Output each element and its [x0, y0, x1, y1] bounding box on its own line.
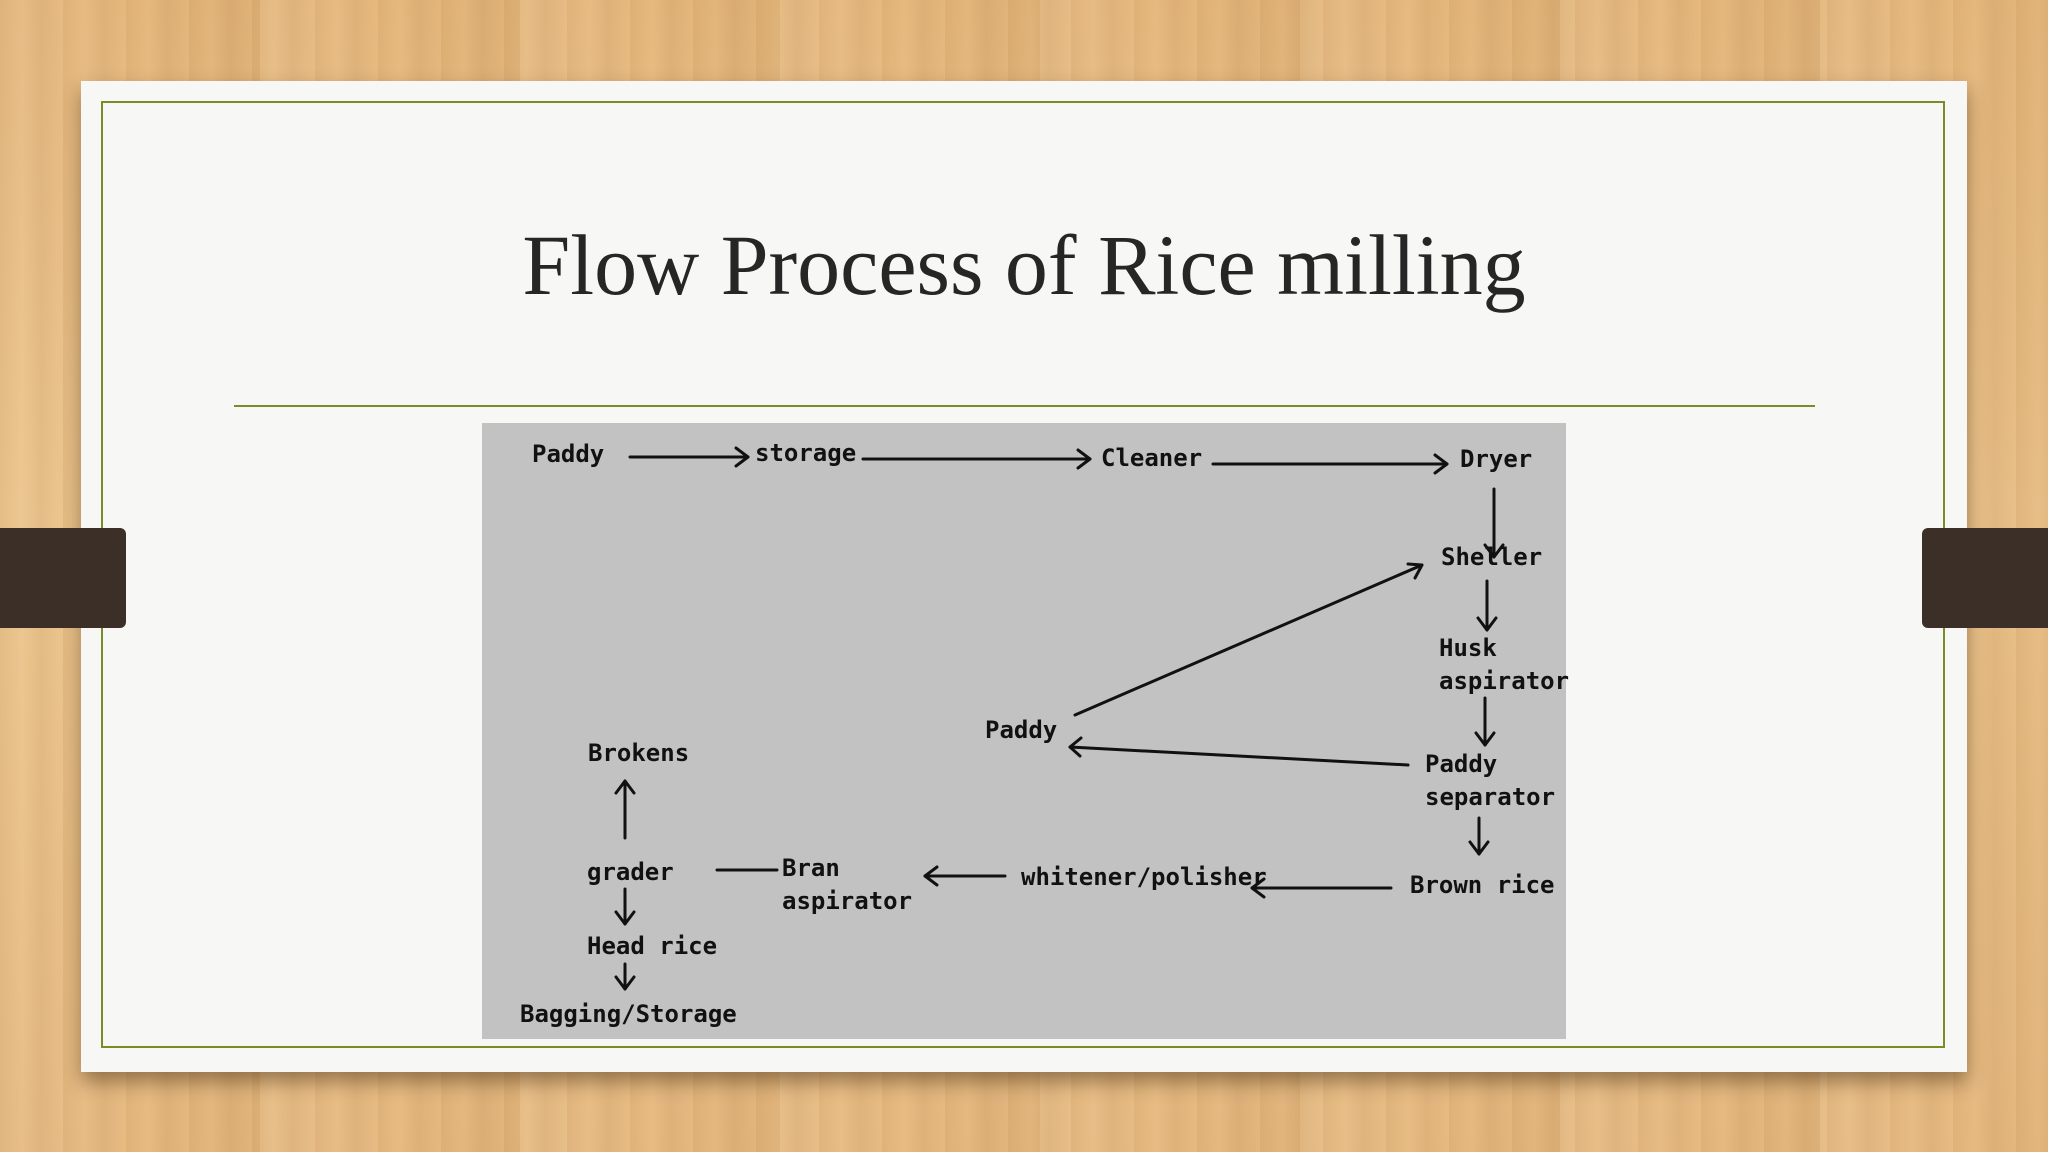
arrow-paddy-to-sheller — [1073, 562, 1424, 717]
flow-arrows — [614, 446, 1505, 991]
node-paddy-separator: Paddy separator — [1425, 750, 1556, 811]
node-head-rice: Head rice — [587, 932, 718, 960]
arrow-grader-to-brokens — [614, 779, 636, 840]
node-husk-aspirator: Husk aspirator — [1439, 634, 1570, 695]
node-whitener-polisher: whitener/polisher — [1021, 863, 1267, 891]
node-brown-rice: Brown rice — [1410, 871, 1555, 899]
node-dryer: Dryer — [1460, 445, 1533, 473]
flow-diagram: Paddy storage Cleaner Dryer Sheller Husk… — [482, 423, 1570, 1039]
arrow-paddy-separator-to-brown-rice — [1468, 816, 1490, 856]
arrow-paddy-to-storage — [628, 446, 750, 468]
title-divider — [234, 405, 1815, 407]
node-grader: grader — [587, 858, 674, 886]
node-paddy-return: Paddy — [985, 716, 1058, 744]
node-sheller: Sheller — [1441, 543, 1543, 571]
node-storage: storage — [755, 439, 857, 467]
node-bagging-storage: Bagging/Storage — [520, 1000, 737, 1028]
node-cleaner: Cleaner — [1101, 444, 1203, 472]
arrow-head-rice-to-bagging — [614, 962, 636, 991]
arrow-grader-to-head-rice — [614, 887, 636, 926]
arrow-husk-aspirator-to-paddy-separator — [1474, 696, 1496, 747]
arrow-paddy-separator-to-paddy — [1068, 736, 1410, 767]
arrow-brown-rice-to-whitener — [1250, 877, 1393, 899]
arrow-sheller-to-husk-aspirator — [1476, 579, 1498, 632]
slide-title: Flow Process of Rice milling — [522, 217, 1526, 313]
arrow-dryer-to-sheller — [1483, 487, 1505, 559]
left-binder-tab — [0, 528, 126, 628]
right-binder-tab — [1922, 528, 2048, 628]
arrow-storage-to-cleaner — [861, 448, 1092, 470]
node-paddy-start: Paddy — [532, 440, 605, 468]
node-bran-aspirator: Bran aspirator — [782, 854, 913, 915]
arrow-whitener-to-bran-aspirator — [923, 865, 1007, 887]
node-brokens: Brokens — [588, 739, 690, 767]
arrow-cleaner-to-dryer — [1211, 453, 1449, 475]
